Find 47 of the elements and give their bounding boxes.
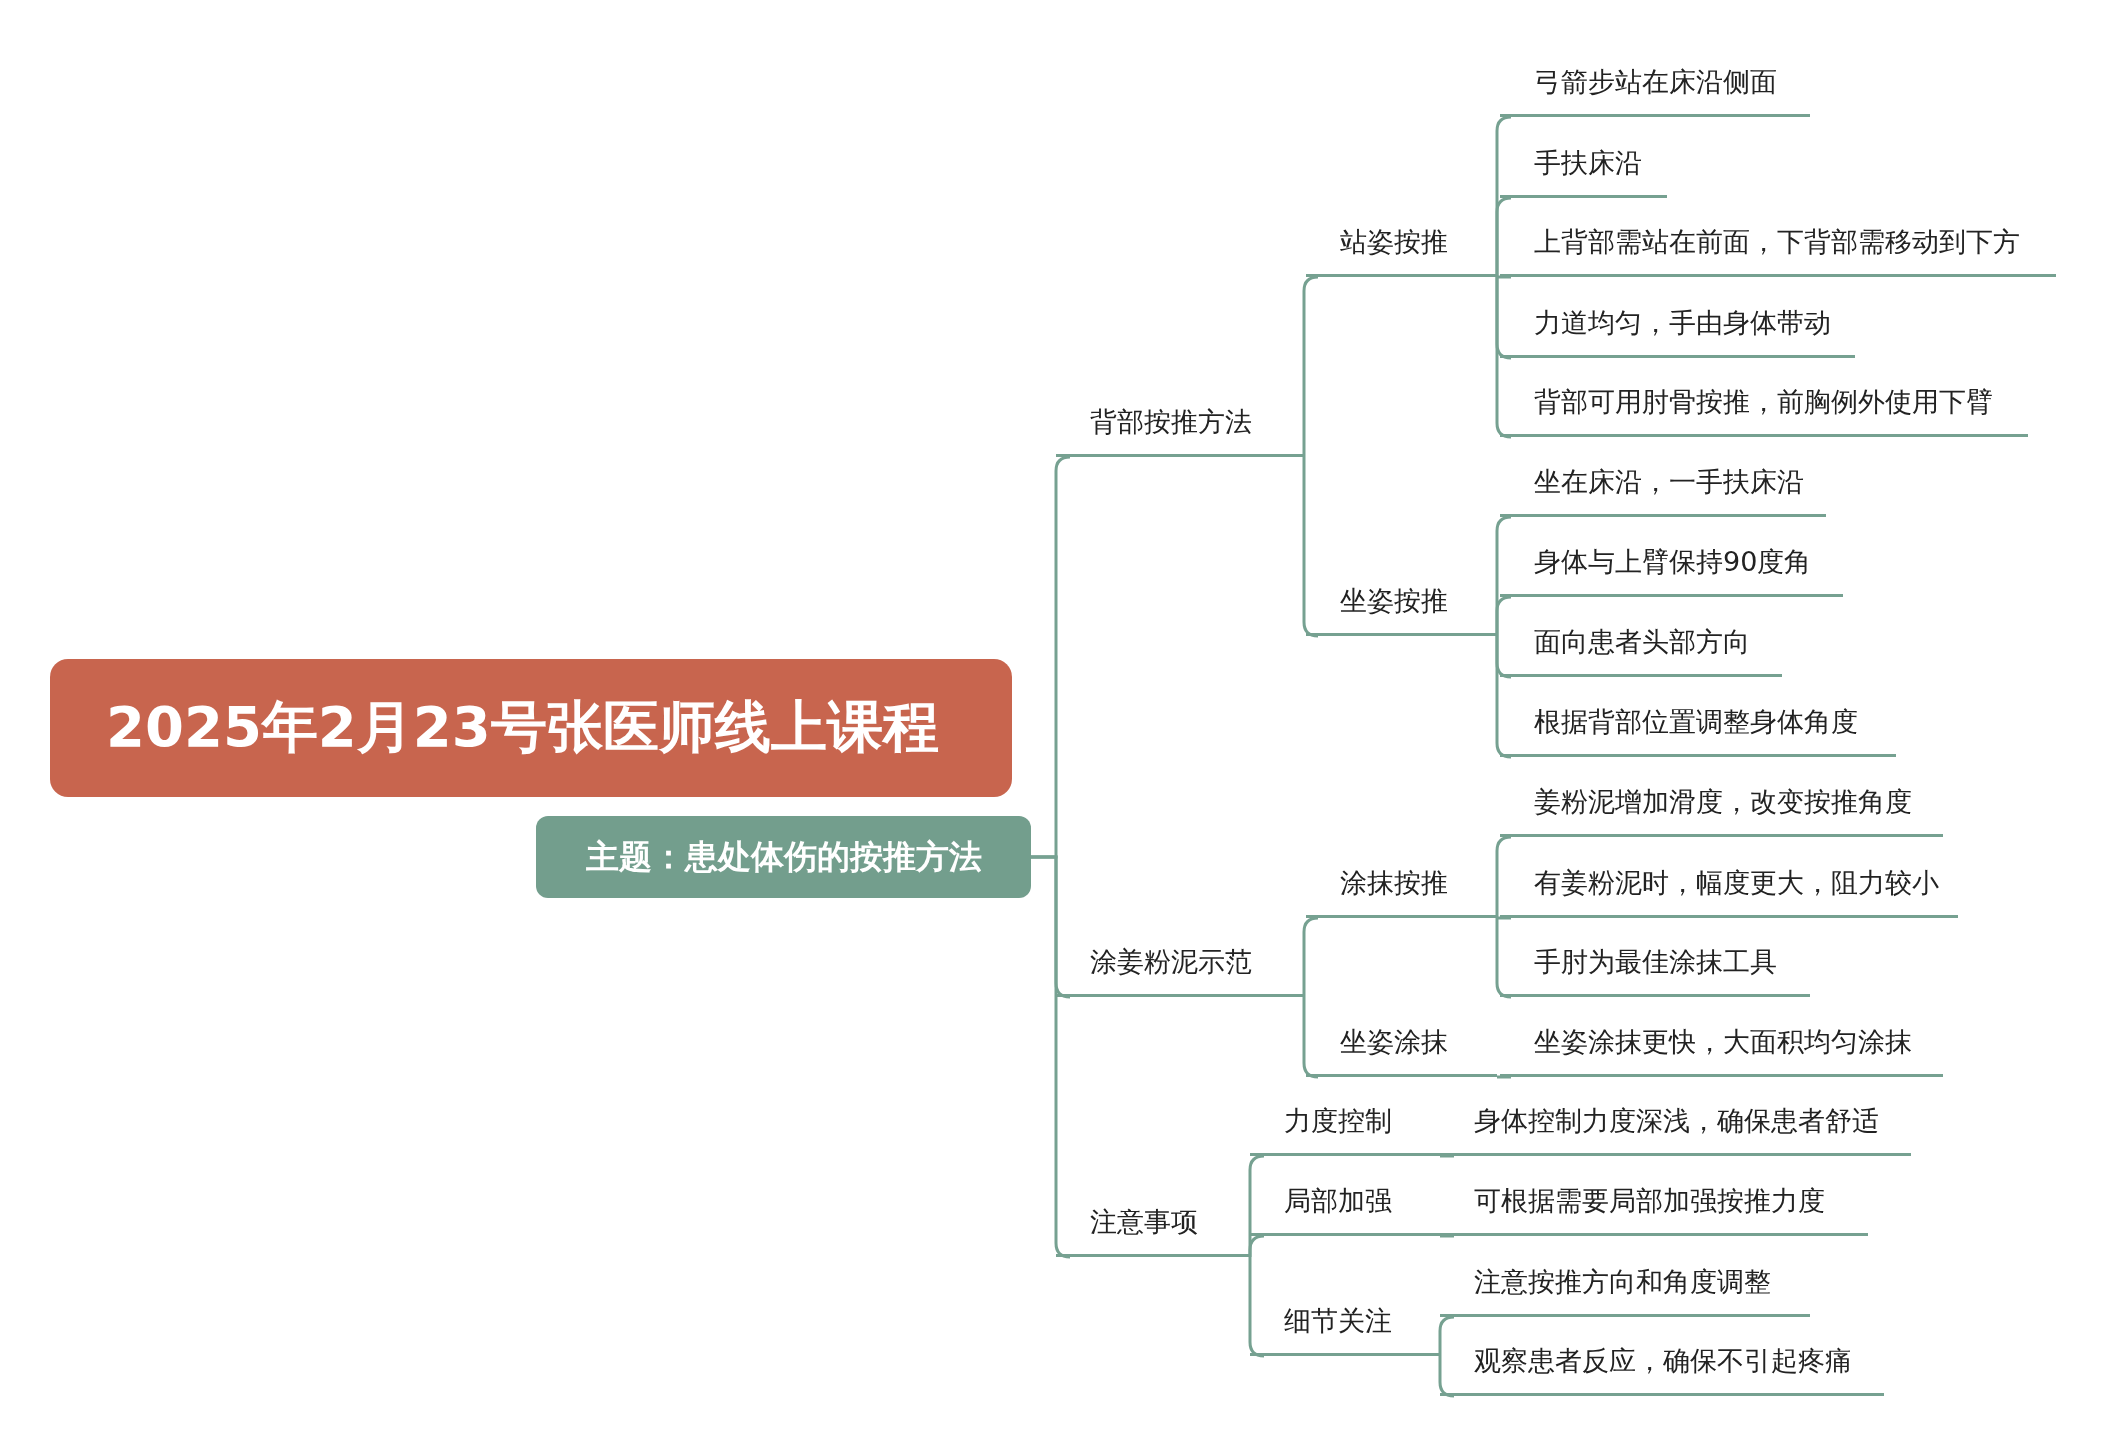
topic-text: 身体控制力度深浅，确保患者舒适 bbox=[1474, 1104, 1879, 1138]
topic-text: 身体与上臂保持90度角 bbox=[1534, 545, 1812, 579]
topic-text: 注意按推方向和角度调整 bbox=[1474, 1265, 1771, 1299]
connector-line bbox=[1495, 277, 1512, 439]
title-text: 2025年2月23号张医师线上课程 bbox=[106, 693, 939, 761]
topic-text: 根据背部位置调整身体角度 bbox=[1534, 705, 1858, 739]
connector-line bbox=[1248, 1257, 1265, 1358]
connector-line bbox=[1248, 1234, 1265, 1257]
topic-text: 站姿按推 bbox=[1340, 225, 1448, 259]
connector-line bbox=[1495, 595, 1512, 636]
topic-text: 姜粉泥增加滑度，改变按推角度 bbox=[1534, 785, 1912, 819]
central-topic-box bbox=[536, 816, 1031, 898]
topic-text: 观察患者反应，确保不引起疼痛 bbox=[1474, 1344, 1852, 1378]
topic-text: 手肘为最佳涂抹工具 bbox=[1534, 945, 1777, 979]
central-topic-text: 主题：患处体伤的按推方法 bbox=[585, 835, 982, 878]
topic-text: 力道均匀，手由身体带动 bbox=[1534, 306, 1831, 340]
topic-text: 面向患者头部方向 bbox=[1534, 625, 1750, 659]
connector-line bbox=[1440, 1234, 1454, 1238]
connector-line bbox=[1497, 1075, 1511, 1079]
topic-text: 注意事项 bbox=[1090, 1205, 1198, 1239]
topic-text: 坐姿涂抹更快，大面积均匀涂抹 bbox=[1534, 1025, 1912, 1059]
topic-text: 上背部需站在前面，下背部需移动到下方 bbox=[1534, 225, 2020, 259]
connector-line bbox=[1497, 275, 1511, 279]
topic-text: 可根据需要局部加强按推力度 bbox=[1474, 1184, 1825, 1218]
connector-line bbox=[1302, 457, 1319, 638]
connector-line bbox=[1438, 1356, 1455, 1398]
topic-text: 背部按推方法 bbox=[1090, 405, 1252, 439]
topic-text: 有姜粉泥时，幅度更大，阻力较小 bbox=[1534, 866, 1939, 900]
topic-text: 局部加强 bbox=[1284, 1184, 1392, 1218]
topic-text: 细节关注 bbox=[1284, 1304, 1392, 1338]
topic-text: 力度控制 bbox=[1284, 1104, 1392, 1138]
topic-text: 涂抹按推 bbox=[1340, 866, 1448, 900]
topic-text: 背部可用肘骨按推，前胸例外使用下臂 bbox=[1534, 385, 1993, 419]
topic-text: 坐姿涂抹 bbox=[1340, 1025, 1448, 1059]
connector-line bbox=[1031, 855, 1071, 1259]
connector-line bbox=[1495, 196, 1512, 277]
connector-line bbox=[1438, 1315, 1455, 1356]
connector-line bbox=[1495, 918, 1512, 999]
topic-text: 手扶床沿 bbox=[1534, 146, 1642, 180]
topic-text: 坐姿按推 bbox=[1340, 584, 1448, 618]
topic-text: 涂姜粉泥示范 bbox=[1090, 945, 1252, 979]
topic-text: 弓箭步站在床沿侧面 bbox=[1534, 65, 1777, 99]
topic-text: 坐在床沿，一手扶床沿 bbox=[1534, 465, 1804, 499]
connector-line bbox=[1497, 916, 1511, 920]
connector-line bbox=[1302, 997, 1319, 1079]
connector-line bbox=[1440, 1154, 1454, 1158]
connector-line bbox=[1495, 636, 1512, 759]
